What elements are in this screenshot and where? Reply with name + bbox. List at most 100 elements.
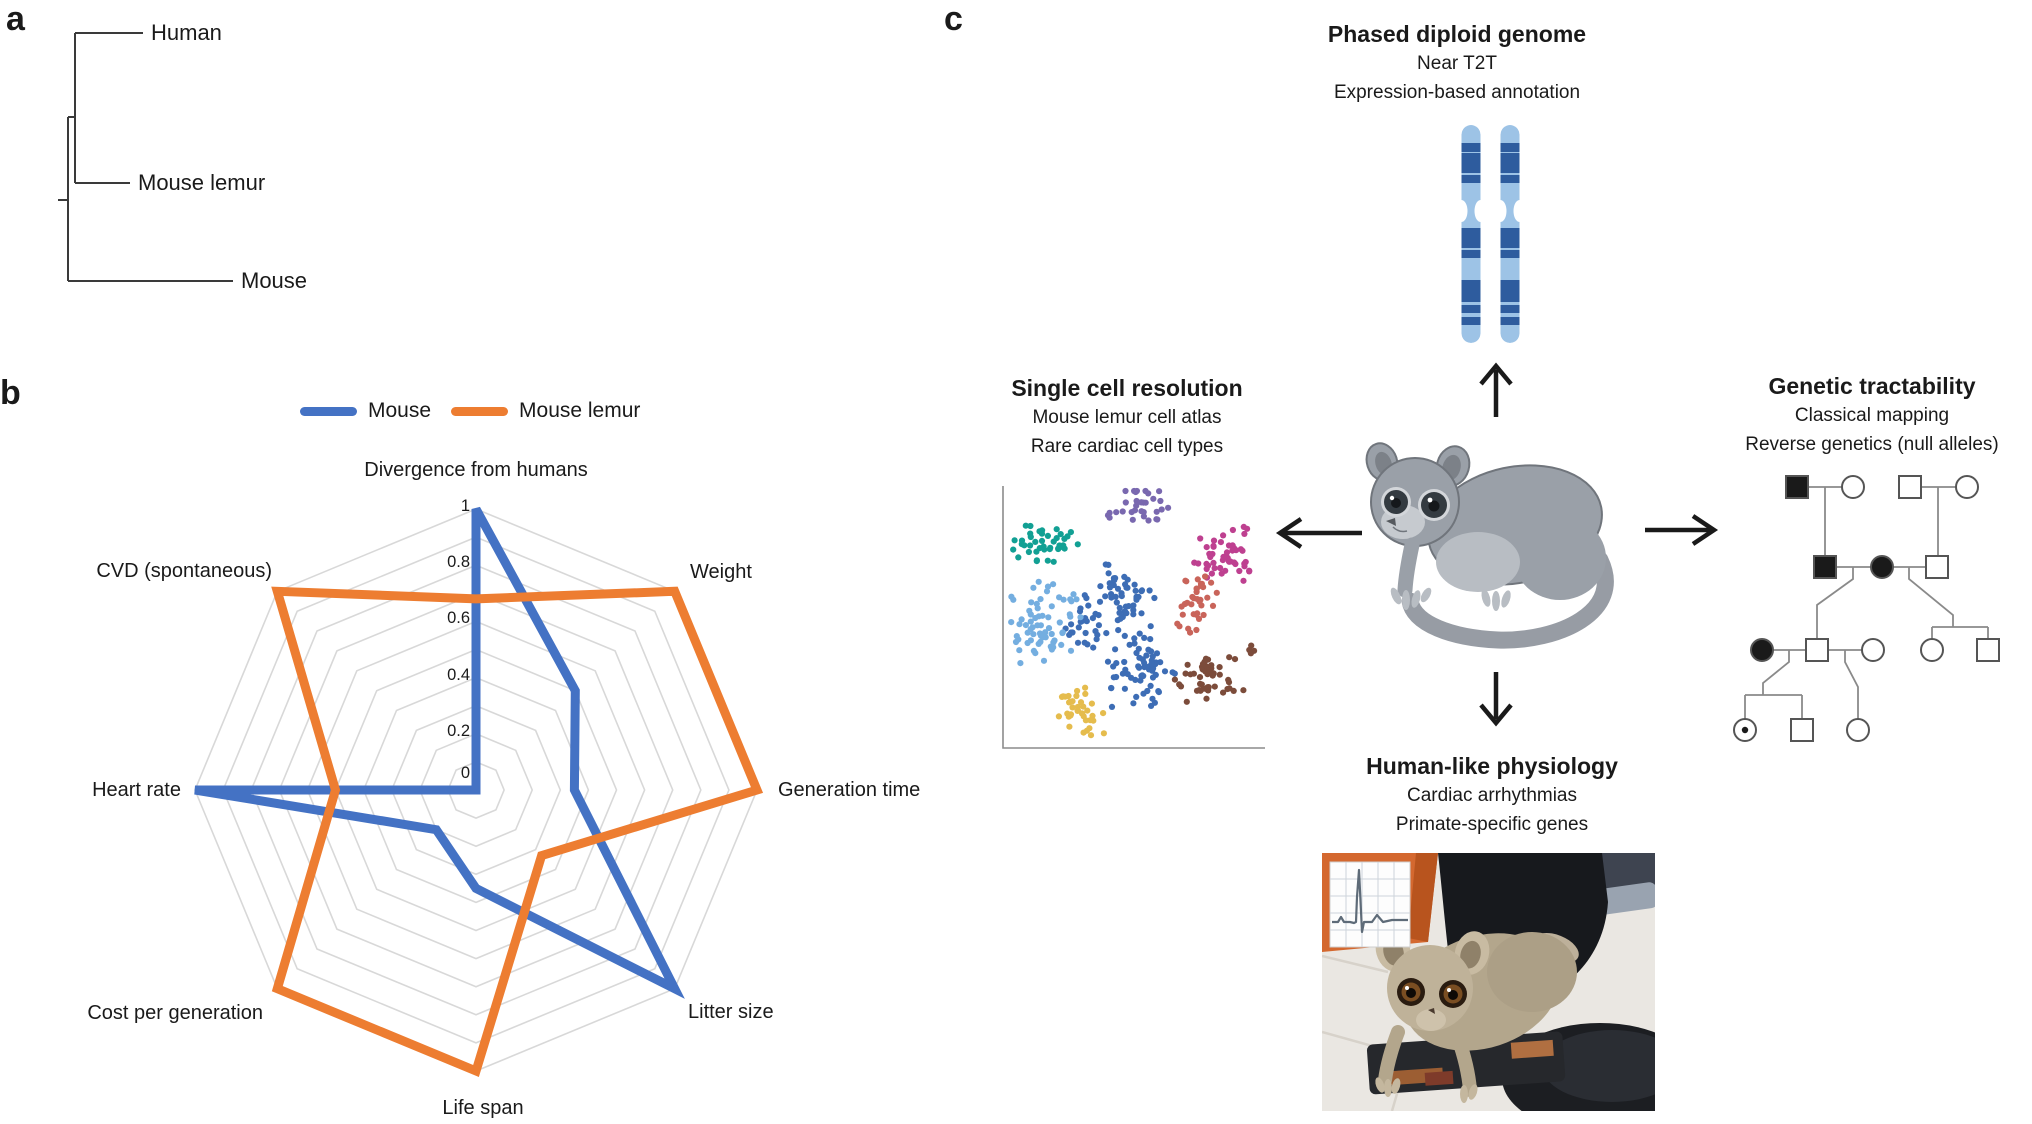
radar-axis-generation-time: Generation time — [778, 779, 921, 801]
pedigree-affected-male — [1785, 475, 1809, 499]
feature-genome-title: Phased diploid genome — [1327, 21, 1587, 47]
tree-label-human: Human — [151, 20, 222, 45]
legend-swatch-mouse-lemur — [451, 406, 509, 416]
lemur-eye-right-glint — [1427, 497, 1433, 503]
tree-label-mouse-lemur: Mouse lemur — [138, 170, 266, 195]
radar-axis-cost-per-generation: Cost per generation — [87, 1002, 263, 1024]
arrows — [1275, 362, 1719, 727]
lemur-haunch — [1514, 516, 1606, 600]
phylogenetic-tree — [58, 32, 233, 282]
ecg-trace — [1332, 868, 1408, 934]
radar-tick: 1 — [460, 497, 470, 515]
chromosome-icon — [1461, 125, 1520, 343]
salmon-cluster — [1174, 573, 1220, 636]
pedigree-female — [1861, 638, 1885, 662]
lightblue-cluster — [1008, 578, 1084, 667]
feature-physiology-line2: Primate-specific genes — [1395, 814, 1589, 835]
radar-series — [194, 506, 764, 1078]
yellow-cluster — [1055, 684, 1107, 739]
lemur-front-fingers — [1390, 587, 1432, 610]
radar-ring — [306, 620, 646, 960]
lemur-tail — [1401, 551, 1614, 649]
feature-single-cell-line2: Rare cardiac cell types — [1030, 436, 1224, 457]
radar-ring — [278, 592, 674, 988]
radar-axis-heart-rate: Heart rate — [92, 779, 181, 801]
brown-satellite — [1246, 642, 1258, 657]
scatter-axes — [1002, 486, 1265, 749]
pedigree-affected-female — [1750, 638, 1774, 662]
purple-satellite — [1104, 509, 1113, 521]
arrow-down-icon — [1479, 672, 1513, 727]
chromatid — [1461, 125, 1481, 343]
panel-label-b: b — [0, 374, 21, 412]
pedigree-male — [1925, 555, 1949, 579]
feature-genetic-line2: Reverse genetics (null alleles) — [1745, 434, 1999, 455]
feature-genome: Phased diploid genome Near T2T Expressio… — [1207, 20, 1707, 107]
radar-axis-weight: Weight — [690, 561, 752, 583]
legend-swatch-mouse — [300, 406, 357, 416]
legend-label-mouse: Mouse — [368, 399, 432, 422]
feature-genetic-title: Genetic tractability — [1768, 373, 1976, 399]
panel-label-a: a — [6, 0, 25, 38]
radar-ring — [447, 761, 505, 819]
lemur-eye-left-glint — [1389, 495, 1395, 501]
radar-series-mouse-lemur — [271, 586, 764, 1078]
blue-cluster-lower — [1103, 630, 1178, 711]
pedigree-female — [1841, 475, 1865, 499]
radar-tick: 0 — [460, 764, 470, 782]
feature-single-cell: Single cell resolution Mouse lemur cell … — [952, 374, 1302, 461]
pedigree-male — [1790, 718, 1814, 742]
lemur-hind-toes — [1481, 589, 1511, 611]
lemur-front-arm — [1397, 537, 1420, 598]
feature-genetic-line1: Classical mapping — [1794, 405, 1950, 426]
radar-ring — [418, 732, 534, 848]
photo-orange-box-edge — [1408, 853, 1438, 942]
chromatid — [1500, 125, 1520, 343]
pedigree-female — [1846, 718, 1870, 742]
pedigree-male — [1805, 638, 1829, 662]
arrow-up-icon — [1479, 362, 1513, 417]
feature-physiology: Human-like physiology Cardiac arrhythmia… — [1292, 752, 1692, 839]
radar-axis-divergence: Divergence from humans — [364, 459, 588, 481]
feature-genome-line1: Near T2T — [1417, 53, 1497, 74]
feature-single-cell-title: Single cell resolution — [1011, 375, 1243, 401]
mouse-lemur-illustration — [1365, 442, 1614, 649]
photo-lemur — [1375, 928, 1579, 1103]
scatter-clusters — [1008, 487, 1258, 739]
single-cell-scatter — [1002, 486, 1265, 749]
feature-physiology-line1: Cardiac arrhythmias — [1407, 785, 1577, 806]
radar-legend: Mouse Mouse lemur — [300, 396, 640, 426]
pedigree-diagram — [1733, 475, 2000, 742]
pedigree-link — [1762, 650, 1790, 695]
pedigree-male — [1898, 475, 1922, 499]
legend-label-mouse-lemur: Mouse lemur — [519, 399, 641, 422]
pedigree-link — [1908, 567, 1954, 627]
feature-physiology-title: Human-like physiology — [1366, 753, 1618, 779]
lemur-eye-right-pupil — [1428, 500, 1440, 512]
magenta-cluster — [1191, 523, 1253, 584]
pedigree-carrier-dot — [1741, 726, 1749, 734]
ecg-inset — [1329, 861, 1411, 948]
radar-ring — [250, 564, 702, 1016]
blue-cluster-upper — [1081, 561, 1158, 637]
radar-axis-life-span: Life span — [442, 1097, 524, 1119]
feature-genome-line2: Expression-based annotation — [1333, 82, 1581, 103]
radar-axis-litter-size: Litter size — [688, 1001, 774, 1023]
radar-ring — [222, 536, 730, 1044]
arrow-right-icon — [1645, 514, 1719, 546]
lemur-nose — [1386, 518, 1396, 526]
blue-cluster-left — [1062, 598, 1104, 651]
pedigree-affected-female — [1870, 555, 1894, 579]
radar-ring — [334, 648, 618, 932]
physiology-photo — [1322, 853, 1655, 1111]
radar-ring — [362, 676, 590, 904]
radar-tick: 0.2 — [447, 721, 470, 740]
radar-tick: 0.4 — [447, 665, 470, 684]
radar-series-mouse — [194, 506, 685, 999]
radar-tick: 0.6 — [447, 609, 470, 628]
pedigree-affected-male — [1813, 555, 1837, 579]
pedigree-female — [1955, 475, 1979, 499]
tree-label-mouse: Mouse — [241, 268, 308, 293]
